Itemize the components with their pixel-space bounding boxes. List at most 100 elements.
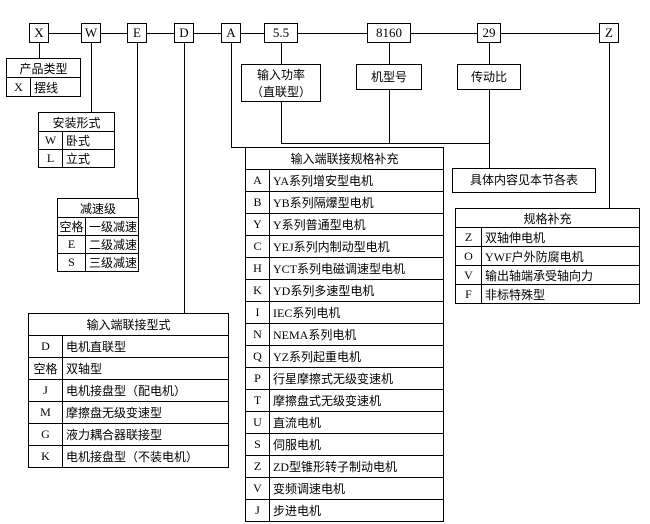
code-cell: J	[245, 499, 270, 522]
connector-line	[281, 143, 490, 144]
code-cell: K	[28, 445, 63, 468]
connector-line	[231, 43, 232, 147]
desc-cell: YCT系列电磁调速型电机	[268, 257, 445, 280]
table-title: 输入端联接型式	[27, 313, 230, 336]
desc-cell: IEC系列电机	[268, 301, 445, 324]
top-code-box: D	[174, 23, 194, 43]
code-cell: Y	[245, 213, 270, 236]
desc-cell: YWF户外防腐电机	[480, 246, 641, 266]
desc-cell: YA系列增安型电机	[268, 169, 445, 192]
desc-cell: YB系列隔爆型电机	[268, 191, 445, 214]
desc-cell: 行星摩擦式无级变速机	[268, 367, 445, 390]
table-title: 减速级	[56, 198, 140, 218]
desc-cell: 摩擦盘无级变速型	[61, 401, 230, 424]
code-cell: J	[28, 379, 63, 402]
code-cell: E	[57, 235, 86, 254]
connector-line	[231, 147, 246, 148]
table-title: 规格补充	[454, 208, 641, 228]
desc-cell: 电机接盘型（配电机）	[61, 379, 230, 402]
desc-cell: 立式	[61, 149, 116, 168]
code-cell: V	[455, 265, 482, 285]
code-cell: Z	[455, 227, 482, 247]
desc-cell: 双轴伸电机	[480, 227, 641, 247]
desc-cell: YD系列多速型电机	[268, 279, 445, 302]
desc-cell: 一级减速	[84, 217, 140, 236]
connector-line	[489, 143, 490, 168]
desc-cell: 直流电机	[268, 411, 445, 434]
desc-cell: YZ系列起重电机	[268, 345, 445, 368]
desc-cell: NEMA系列电机	[268, 323, 445, 346]
code-cell: 空格	[57, 217, 86, 236]
desc-cell: 变频调速电机	[268, 477, 445, 500]
code-cell: P	[245, 367, 270, 390]
top-code-box: 5.5	[264, 23, 298, 43]
model-number-label: 机型号	[356, 64, 422, 90]
desc-cell: 电机接盘型（不装电机）	[61, 445, 230, 468]
desc-cell: Y系列普通型电机	[268, 213, 445, 236]
code-cell: T	[245, 389, 270, 412]
desc-cell: 双轴型	[61, 357, 230, 380]
table-header-row: 产品类型	[5, 58, 82, 78]
desc-cell: ZD型锥形转子制动电机	[268, 455, 445, 478]
code-cell: V	[245, 477, 270, 500]
code-cell: N	[245, 323, 270, 346]
code-cell: I	[245, 301, 270, 324]
desc-cell: 三级减速	[84, 253, 140, 272]
connector-line	[39, 33, 610, 34]
note-box: 具体内容见本节各表	[452, 168, 596, 193]
input-power-label-line2: （直联型）	[250, 85, 311, 99]
code-cell: U	[245, 411, 270, 434]
desc-cell: YEJ系列内制动型电机	[268, 235, 445, 258]
code-cell: B	[245, 191, 270, 214]
code-cell: 空格	[28, 357, 63, 380]
desc-cell: 步进电机	[268, 499, 445, 522]
top-code-box: W	[81, 23, 101, 43]
code-cell: C	[245, 235, 270, 258]
table-title: 输入端联接规格补充	[244, 147, 445, 170]
code-cell: G	[28, 423, 63, 446]
table-header-row: 输入端联接型式	[27, 313, 230, 336]
connector-line	[389, 89, 390, 143]
desc-cell: 液力耦合器联接型	[61, 423, 230, 446]
desc-cell: 摆线	[29, 77, 82, 97]
code-cell: H	[245, 257, 270, 280]
code-cell: Z	[245, 455, 270, 478]
code-cell: X	[6, 77, 31, 97]
top-code-box: Z	[599, 23, 619, 43]
code-cell: F	[455, 284, 482, 304]
connector-line	[281, 101, 282, 143]
input-power-label-line1: 输入功率	[256, 68, 305, 82]
desc-cell: 非标特殊型	[480, 284, 641, 304]
connector-line	[609, 43, 610, 208]
